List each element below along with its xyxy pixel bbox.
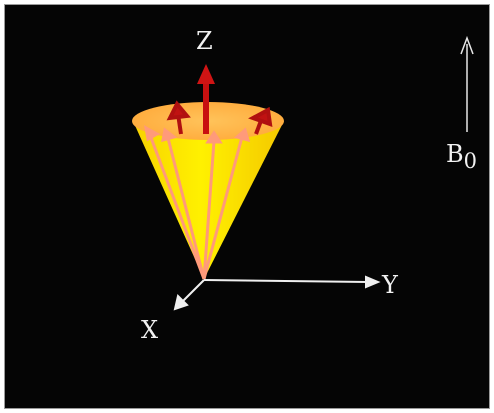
spin-vector-arrow	[202, 136, 244, 280]
y-axis-line	[203, 279, 369, 283]
spin-vector-arrowhead	[248, 106, 273, 127]
spin-vector-arrowhead	[161, 127, 178, 143]
spin-vector-arrowhead	[233, 127, 251, 143]
b0-field-arrow	[460, 35, 474, 132]
spin-vector-arrowhead	[143, 125, 161, 142]
x-axis-label: X	[141, 316, 159, 344]
x-axis-arrowhead	[173, 294, 189, 311]
spin-vector-arrowhead	[166, 100, 191, 121]
rim-spin-vectors	[166, 100, 273, 135]
diagram-background	[4, 4, 490, 409]
spin-vectors	[143, 125, 251, 280]
net-magnetization-arrow	[197, 64, 215, 134]
b0-symbol: B	[446, 140, 464, 168]
z-axis-label: Z	[196, 27, 213, 55]
spin-vector-arrowhead	[205, 130, 223, 144]
b0-field-label: B0	[446, 142, 477, 172]
y-axis-arrowhead	[365, 275, 381, 289]
spin-vector-arrow	[148, 134, 206, 280]
x-axis-line	[181, 279, 205, 303]
b0-subscript: 0	[463, 149, 478, 173]
spin-vector-arrow	[166, 137, 206, 280]
y-axis-label: Y	[382, 271, 398, 299]
axes	[173, 275, 381, 311]
spin-vector-arrow	[202, 140, 216, 280]
